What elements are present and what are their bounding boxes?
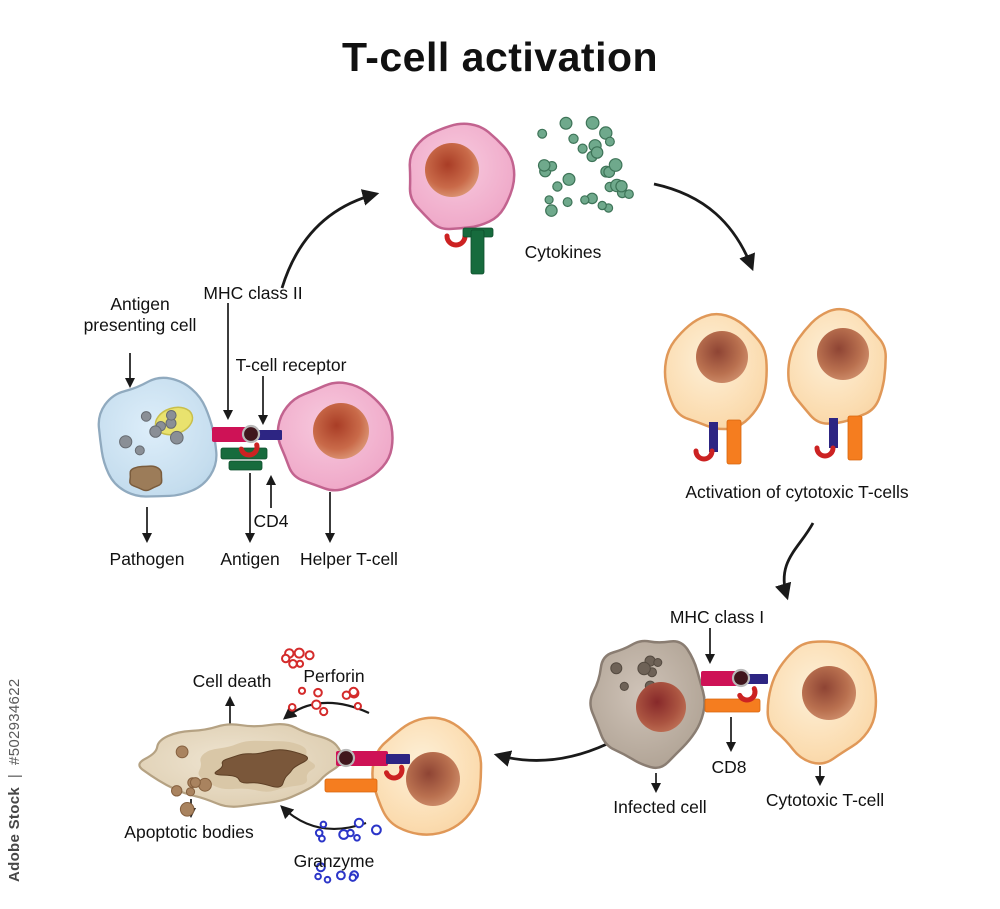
cell-nucleus [636, 682, 686, 732]
tcr-bar [386, 754, 410, 764]
label-antigen-presenting-cell: Antigen presenting cell [83, 294, 197, 335]
cd4-bar-2 [228, 460, 263, 471]
cell-nucleus [406, 752, 460, 806]
arrow-activation-to-infected [775, 522, 815, 601]
flow-arrows [280, 182, 815, 830]
cd8-bar [847, 415, 863, 461]
apoptotic-bodies-dots [171, 745, 212, 817]
cytotoxic-t-cell-engaged [766, 640, 878, 765]
antigen-peptide [731, 668, 751, 688]
receptor-hook [444, 233, 468, 248]
receptor-hook [814, 445, 836, 459]
label-pathogen: Pathogen [109, 549, 185, 569]
cytotoxic-t-cell-2 [787, 307, 887, 461]
label-t-cell-receptor: T-cell receptor [235, 355, 347, 375]
label-cytotoxic-t-cell: Cytotoxic T-cell [765, 790, 885, 810]
apoptotic-cell [138, 723, 343, 808]
receptor-hook [383, 764, 405, 781]
label-antigen: Antigen [220, 549, 280, 569]
label-activation-of-cytotoxic-t-cells: Activation of cytotoxic T-cells [685, 482, 909, 502]
antigen-presenting-cell [97, 376, 218, 498]
helper-t-cell [276, 381, 394, 492]
pathogen-blob [129, 465, 163, 492]
label-mhc-class-ii: MHC class II [203, 283, 303, 303]
arrow-helper-to-activated [280, 189, 380, 289]
label-pointer-arrows [124, 303, 826, 819]
antigen-peptide [241, 424, 261, 444]
granule-dots [119, 410, 184, 456]
mhc-class-ii-complex [212, 424, 282, 471]
page-title: T-cell activation [341, 34, 659, 80]
receptor-stem [470, 229, 485, 275]
granzyme-dots [314, 817, 382, 884]
receptor-hook [693, 448, 715, 462]
watermark-brand: Adobe Stock [6, 787, 23, 882]
label-cd8: CD8 [711, 757, 747, 777]
stock-watermark: Adobe Stock | #502934622 [6, 678, 23, 883]
receptor-hook [238, 442, 260, 458]
label-cytokines: Cytokines [524, 242, 602, 262]
cytokines-dots [537, 115, 634, 217]
receptor-hook [737, 686, 758, 703]
cell-nucleus [802, 666, 856, 720]
label-perforin: Perforin [303, 666, 365, 686]
cell-nucleus [696, 331, 748, 383]
tcr-bar [254, 430, 282, 440]
label-cell-death: Cell death [192, 671, 272, 691]
label-apoptotic-bodies: Apoptotic bodies [124, 822, 254, 842]
mhc-class-i-complex [701, 668, 768, 713]
killing-synapse-complex [324, 748, 410, 793]
perforin-dots [281, 647, 362, 717]
condensed-core [214, 749, 309, 788]
arrow-cytokines-to-cytotoxic [653, 182, 755, 272]
label-granzyme: Granzyme [293, 851, 375, 871]
cytotoxic-t-cell-1 [663, 312, 768, 465]
activated-helper-t-cell [408, 122, 516, 275]
arrow-infected-to-killing [493, 742, 608, 767]
cd8-bar [324, 778, 378, 793]
mhc-i-bar [701, 671, 741, 686]
tcr-bar [709, 422, 718, 452]
mhc-ii-bar [212, 427, 251, 442]
infected-cell [589, 639, 706, 770]
tcr-bar [829, 418, 838, 448]
label-helper-t-cell: Helper T-cell [300, 549, 398, 569]
label-mhc-class-i: MHC class I [669, 607, 765, 627]
cell-nucleus [313, 403, 369, 459]
watermark-id: #502934622 [6, 678, 23, 765]
killer-t-cell [371, 716, 483, 836]
antigen-peptide [336, 748, 356, 768]
cell-nucleus [425, 143, 479, 197]
label-infected-cell: Infected cell [613, 797, 707, 817]
cd8-bar [726, 419, 742, 465]
cell-nucleus [817, 328, 869, 380]
watermark-separator [6, 778, 23, 782]
label-cd4: CD4 [253, 511, 289, 531]
